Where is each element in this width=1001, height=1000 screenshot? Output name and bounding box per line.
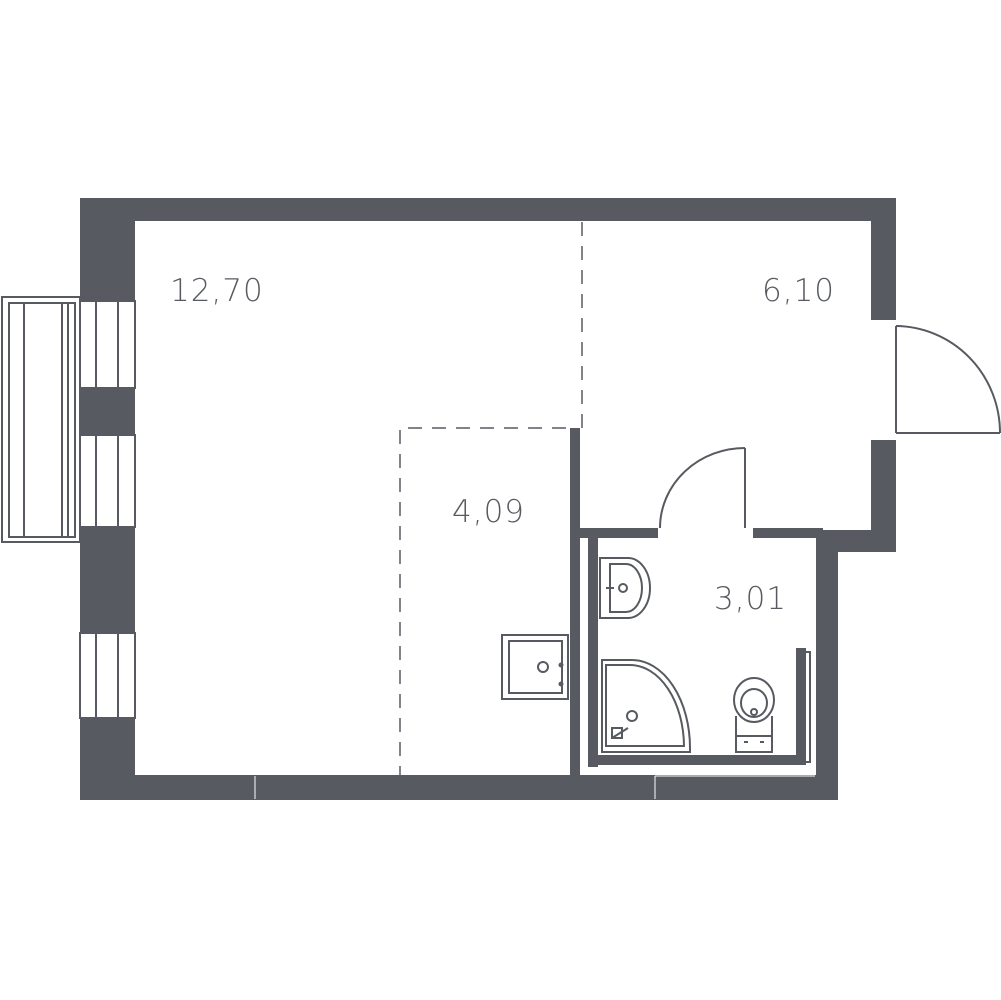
window-3 [79,632,136,719]
wall-accents [254,775,815,799]
stove-icon [501,634,569,700]
bathroom-left-partition [570,428,580,775]
room-labels: 12,70 6,10 4,09 3,01 [170,273,835,617]
room-label-kitchen: 4,09 [452,494,525,530]
right-wall-upper [871,198,896,320]
kitchen-boundary [399,427,566,775]
room-label-bathroom: 3,01 [714,581,787,617]
bathroom-right-wall-vertical [816,530,838,800]
niche-outline [799,651,811,763]
shower-icon [601,659,691,753]
bathroom-left-inner [588,530,598,767]
top-wall [80,198,896,221]
left-wall-top [80,198,135,301]
toilet-icon [733,677,775,753]
bathroom-bottom-inner [588,755,806,765]
window-1 [79,300,136,389]
room-label-living-room: 12,70 [170,273,264,309]
balcony [1,296,81,543]
doors [659,325,1001,529]
room-label-hallway: 6,10 [762,273,835,309]
bottom-wall [80,775,816,800]
left-wall-pier-1 [80,388,135,435]
bathroom-door-swing [659,447,746,529]
sink-icon [599,557,651,619]
entrance-door-swing [895,325,1001,434]
left-wall-pier-2 [80,527,135,633]
windows [79,300,136,719]
walls [80,198,896,800]
zone-boundaries [399,222,583,775]
bathroom-top-right [753,528,823,538]
window-2 [79,434,136,528]
bathroom-top-left [570,528,658,538]
